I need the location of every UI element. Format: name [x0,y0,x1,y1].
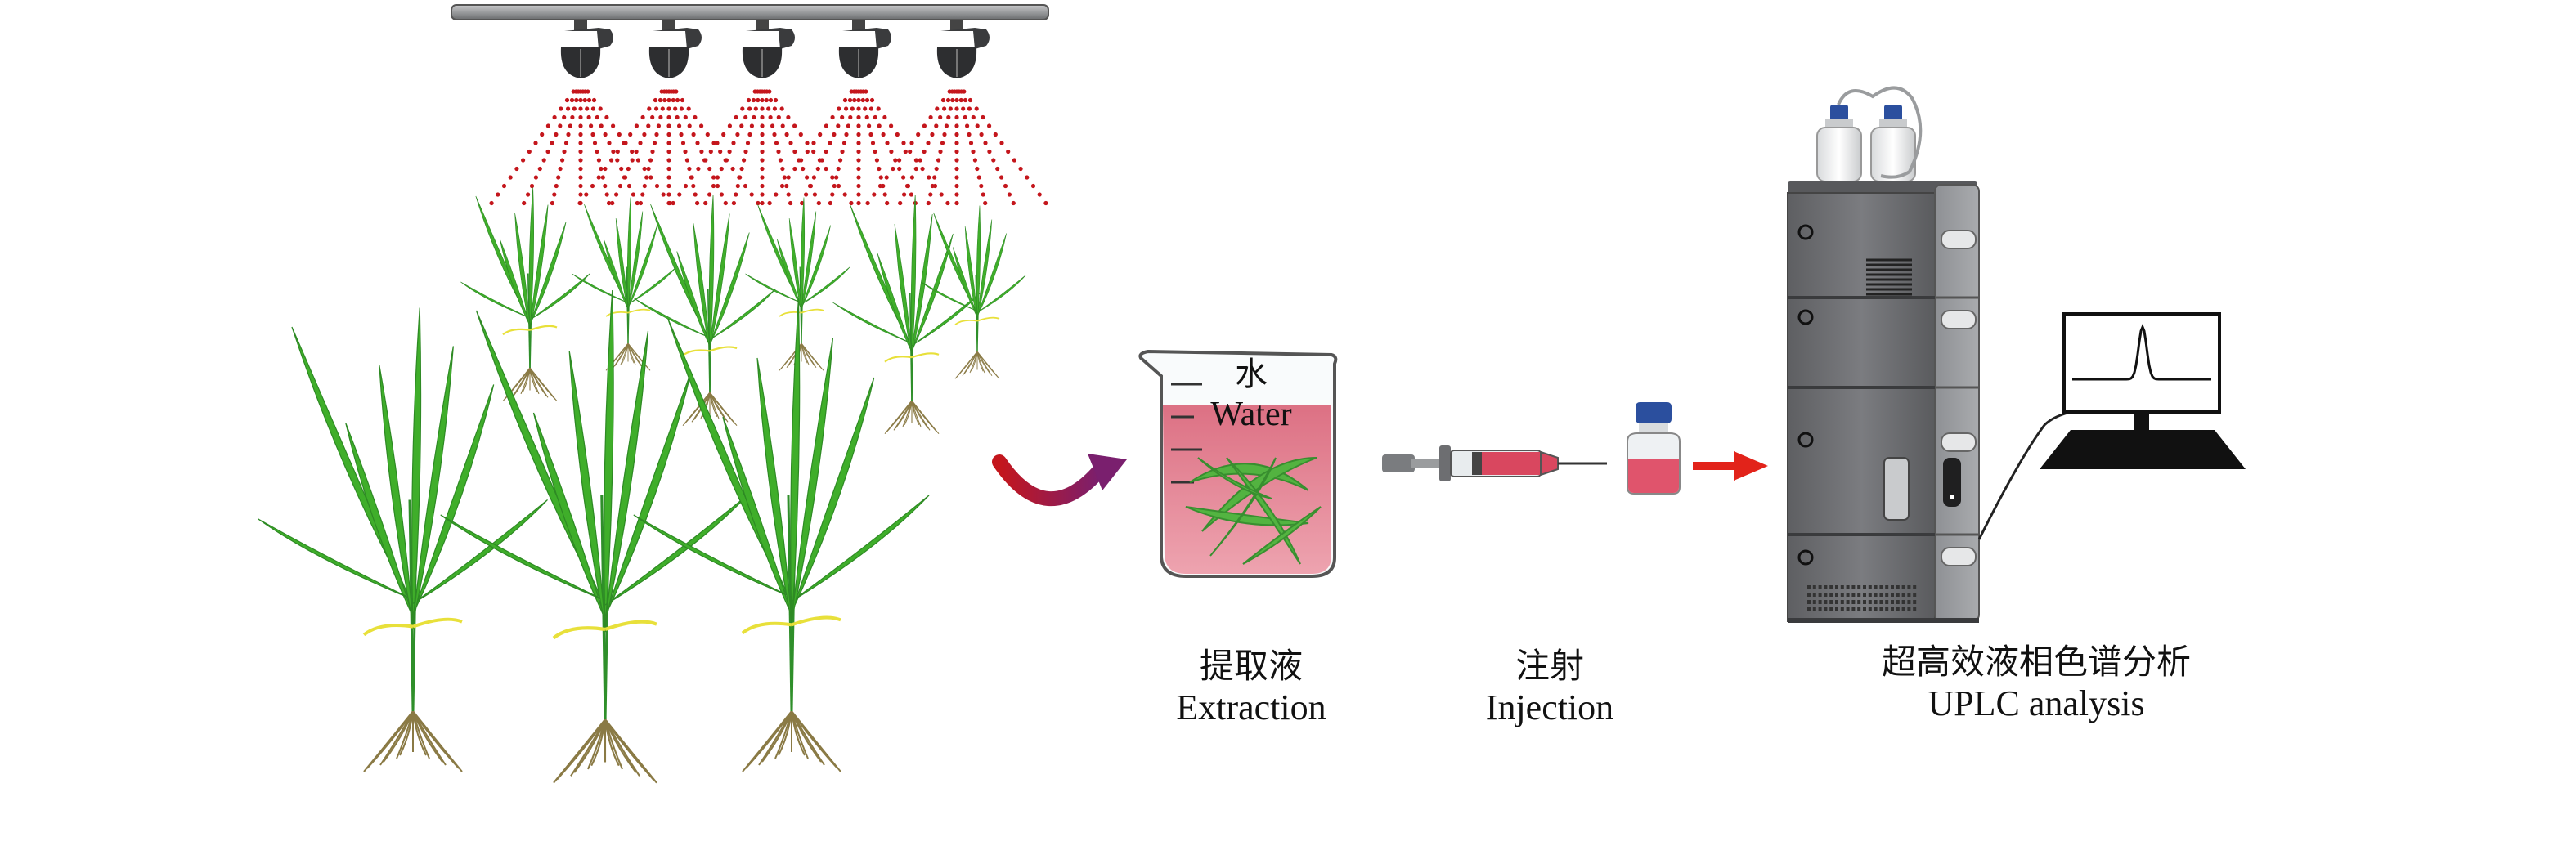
rice-plant-icon [634,195,776,427]
caption-injection-en: Injection [1485,687,1614,728]
rice-plant-icon [921,205,1026,379]
vial-icon [1627,402,1681,495]
sprinkler-group [560,20,990,78]
spray-dots [671,89,854,206]
beaker-label-zh: 水 [1235,356,1268,393]
beaker-label-en: Water [1210,396,1292,433]
curved-arrow-icon [992,454,1127,506]
spray-group [489,89,1048,206]
sprinkler-icon [838,20,891,78]
sprinkler-icon [648,20,702,78]
beaker-icon [1138,349,1338,578]
caption-extraction-zh: 提取液 [1199,646,1303,686]
sprinkler-icon [936,20,990,78]
chromatogram-peak [2072,323,2211,381]
spray-dots [865,89,1048,206]
rice-plant-icon [832,194,981,435]
spray-dots [489,89,672,206]
caption-extraction-en: Extraction [1176,687,1326,728]
spray-dots [767,89,950,206]
caption-injection: 注射 Injection [1439,646,1660,730]
sprinkler-icon [742,20,795,78]
caption-extraction: 提取液 Extraction [1129,646,1374,730]
sprinkler-icon [560,20,613,78]
uplc-instrument-icon [1787,86,1980,623]
arrow-right-icon [1693,451,1768,481]
spray-dots [577,89,761,206]
caption-uplc-zh: 超高效液相色谱分析 [1881,642,2191,682]
solvent-bottle-icon [1816,86,1923,182]
caption-injection-zh: 注射 [1515,646,1584,686]
rice-plant-icon [572,197,677,371]
caption-uplc: 超高效液相色谱分析 UPLC analysis [1832,642,2241,726]
rice-plant-icon [633,298,930,772]
rice-plant-icon [745,197,850,371]
syringe-icon [1382,445,1607,481]
cable [1977,405,2111,540]
monitor-icon [2040,312,2246,469]
rice-plant-icon [460,187,590,402]
rice-plant-group [258,187,1026,784]
rice-plant-icon [440,289,749,784]
irrigation-pipe [451,4,1049,20]
caption-uplc-en: UPLC analysis [1928,683,2145,724]
rice-plant-icon [258,307,548,772]
